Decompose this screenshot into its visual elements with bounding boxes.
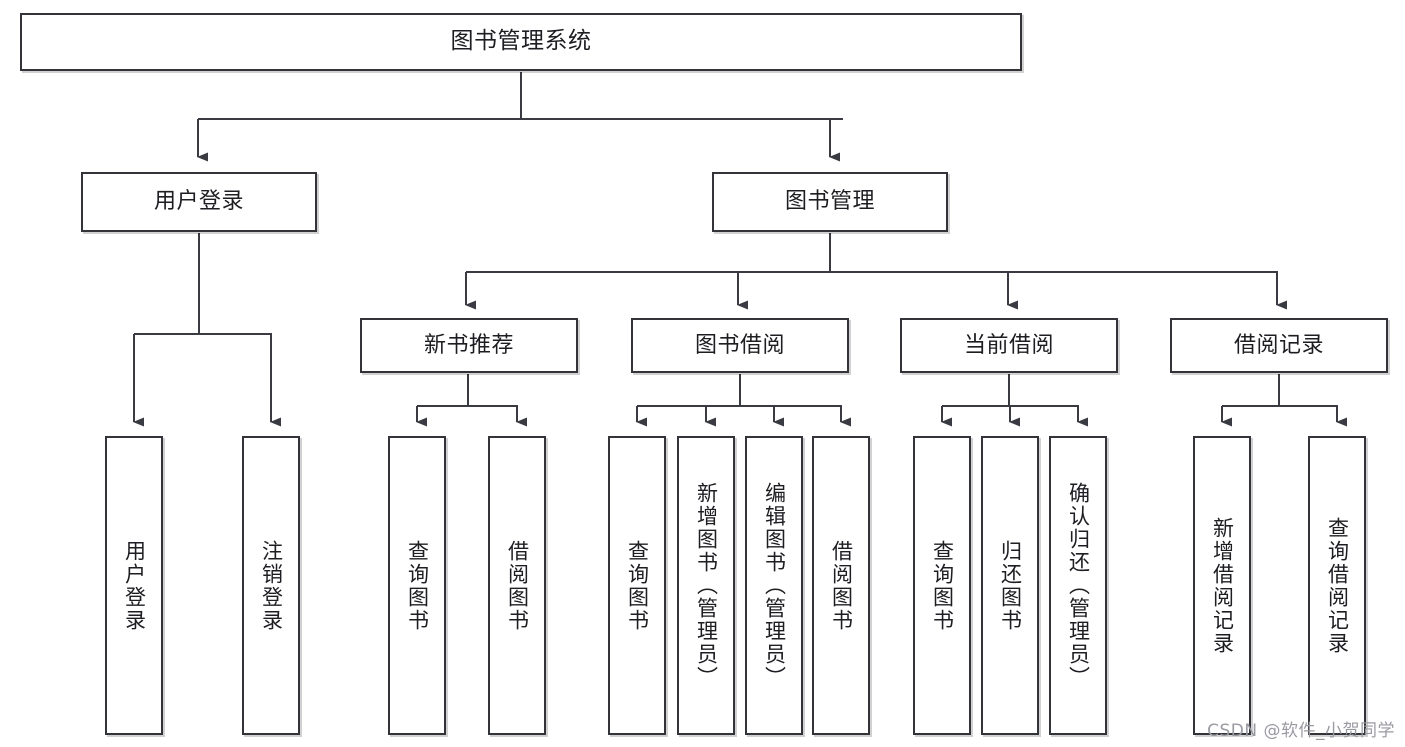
node-label: 借阅图书 — [505, 539, 530, 632]
node-leaf-recommend-borrow-book[interactable]: 借阅图书 — [488, 436, 546, 735]
node-label: 确认归还（管理员） — [1066, 482, 1091, 689]
node-label: 查询图书 — [405, 539, 430, 632]
node-book-borrow[interactable]: 图书借阅 — [631, 318, 849, 373]
node-book-management[interactable]: 图书管理 — [712, 172, 948, 232]
node-leaf-records-add-record[interactable]: 新增借阅记录 — [1193, 436, 1251, 735]
node-leaf-user-login[interactable]: 用户登录 — [105, 436, 163, 735]
node-label: 用户登录 — [122, 539, 147, 632]
node-leaf-borrow-add-book[interactable]: 新增图书（管理员） — [677, 436, 735, 735]
node-label: 查询图书 — [625, 539, 650, 632]
node-new-book-recommend[interactable]: 新书推荐 — [360, 318, 578, 373]
node-label: 用户登录 — [153, 189, 244, 215]
node-user-login[interactable]: 用户登录 — [81, 172, 317, 232]
node-label: 编辑图书（管理员） — [762, 482, 787, 689]
node-leaf-borrow-query-book[interactable]: 查询图书 — [608, 436, 666, 735]
node-label: 图书借阅 — [694, 332, 785, 358]
node-leaf-recommend-query-book[interactable]: 查询图书 — [388, 436, 446, 735]
node-leaf-logout[interactable]: 注销登录 — [242, 436, 300, 735]
node-label: 注销登录 — [259, 539, 284, 632]
node-leaf-current-return-book[interactable]: 归还图书 — [981, 436, 1039, 735]
node-label: 新增图书（管理员） — [694, 482, 719, 689]
node-label: 新书推荐 — [423, 332, 514, 358]
node-label: 归还图书 — [998, 539, 1023, 632]
node-leaf-borrow-borrow-book[interactable]: 借阅图书 — [812, 436, 870, 735]
node-leaf-borrow-edit-book[interactable]: 编辑图书（管理员） — [745, 436, 803, 735]
node-leaf-current-confirm-return[interactable]: 确认归还（管理员） — [1049, 436, 1107, 735]
node-leaf-records-query-record[interactable]: 查询借阅记录 — [1308, 436, 1366, 735]
node-current-borrow[interactable]: 当前借阅 — [900, 318, 1118, 373]
node-borrow-records[interactable]: 借阅记录 — [1170, 318, 1388, 373]
node-label: 查询图书 — [930, 539, 955, 632]
node-root-system[interactable]: 图书管理系统 — [20, 13, 1022, 71]
node-label: 新增借阅记录 — [1210, 516, 1235, 655]
node-label: 查询借阅记录 — [1325, 516, 1350, 655]
node-label: 图书管理 — [784, 189, 875, 215]
node-leaf-current-query-book[interactable]: 查询图书 — [913, 436, 971, 735]
node-label: 借阅记录 — [1233, 332, 1324, 358]
node-label: 图书管理系统 — [450, 28, 592, 55]
node-label: 借阅图书 — [829, 539, 854, 632]
node-label: 当前借阅 — [963, 332, 1054, 358]
